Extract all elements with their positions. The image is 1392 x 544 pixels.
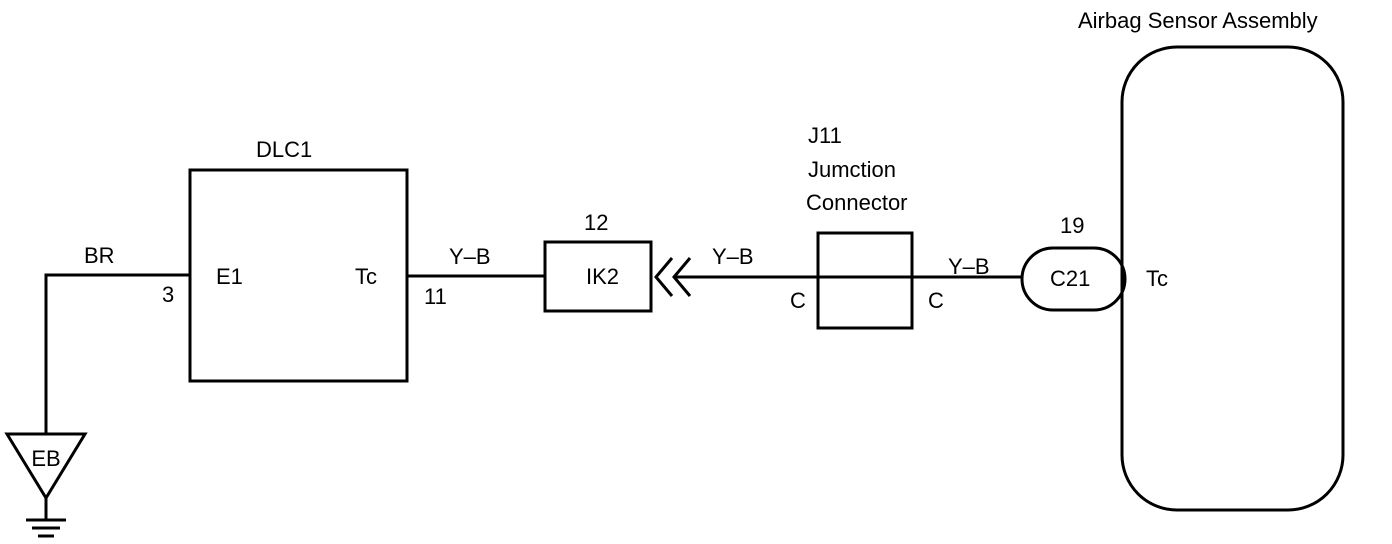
wire-yb-label-1: Y–B (449, 244, 491, 269)
dlc1-connector: DLC1 E1 Tc (188, 137, 409, 383)
pin-3-label: 3 (162, 282, 174, 307)
wire-br-label: BR (84, 243, 115, 268)
j11-right-c-label: C (928, 288, 944, 313)
ground-eb-symbol: EB (4, 432, 88, 538)
ik2-connector: 12 IK2 (543, 210, 692, 313)
wire-br (44, 273, 190, 434)
ik2-pin-label: 12 (584, 210, 608, 235)
dlc1-e1-label: E1 (216, 264, 243, 289)
pin-11-label: 11 (424, 284, 447, 309)
ground-eb-label: EB (31, 446, 60, 471)
j11-title-line2: Jumction (808, 157, 896, 182)
j11-title-line1: J11 (808, 123, 842, 148)
airbag-sensor-assembly: Airbag Sensor Assembly Tc (1078, 8, 1345, 512)
airbag-sensor-title: Airbag Sensor Assembly (1078, 8, 1318, 33)
c21-connector: 19 C21 (1020, 213, 1127, 312)
airbag-tc-label: Tc (1146, 266, 1168, 291)
airbag-sensor-box (1120, 45, 1345, 512)
c21-oval (1020, 246, 1127, 312)
j11-box (816, 231, 914, 330)
wire-yb-label-2: Y–B (712, 244, 754, 269)
wire-yb-label-3: Y–B (948, 254, 990, 279)
c21-name-label: C21 (1050, 266, 1090, 291)
c21-pin-label: 19 (1060, 213, 1084, 238)
j11-left-c-label: C (790, 288, 806, 313)
connector-chevron-1 (654, 257, 674, 297)
dlc1-tc-label: Tc (355, 264, 377, 289)
j11-title-line3: Connector (806, 190, 908, 215)
ik2-box (543, 240, 653, 313)
dlc1-title: DLC1 (256, 137, 312, 162)
ik2-name-label: IK2 (586, 264, 619, 289)
j11-junction-connector: J11 Jumction Connector C C (790, 123, 944, 330)
